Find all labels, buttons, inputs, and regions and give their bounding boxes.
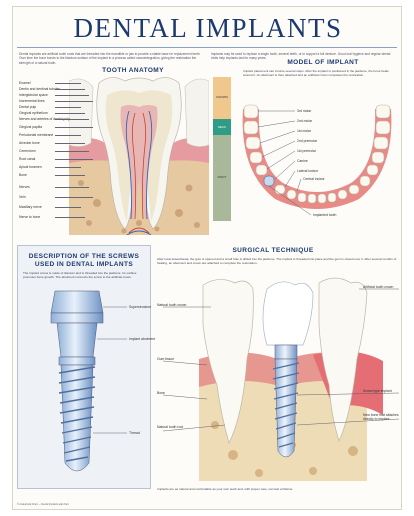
- intro-text-right: Implants may be used to replace a single…: [211, 52, 391, 61]
- surgical-label-bone: Bone: [157, 391, 165, 395]
- jaw-label-tooth: Lateral incisor: [297, 169, 319, 173]
- intro-text-left: Dental implants are artificial tooth roo…: [19, 52, 201, 65]
- surgical-bottom-text: Implants are as natural and comfortable …: [157, 487, 294, 491]
- tooth-anatomy-leader: [55, 159, 93, 160]
- root-band: [213, 135, 231, 221]
- tooth-anatomy-leader: [55, 187, 89, 188]
- jaw-label-tooth: 2nd premolar: [297, 139, 317, 143]
- tooth-anatomy-leader: [55, 101, 93, 102]
- screws-heading-line2: USED IN DENTAL IMPLANTS: [34, 261, 134, 268]
- screw-label-abutment: Implant abutment: [129, 337, 156, 341]
- tooth-anatomy-label: Interglobular space: [19, 93, 48, 97]
- surgical-label-artificial-crown: Artificial tooth crown: [363, 285, 394, 289]
- tooth-anatomy-heading: TOOTH ANATOMY: [102, 67, 164, 74]
- jaw-label-tooth: Canine: [297, 159, 308, 163]
- tooth-anatomy-leader: [55, 175, 85, 176]
- tooth-anatomy-leader: [55, 143, 85, 144]
- jaw-label-tooth: 3rd molar: [297, 109, 312, 113]
- tooth-anatomy-label: Cementum: [19, 149, 36, 153]
- surgical-technique-illustration: [163, 277, 399, 481]
- tooth-anatomy-label: Enamel: [19, 81, 31, 85]
- tooth-anatomy-leader: [55, 95, 89, 96]
- surgical-label-natural-root: Natural tooth root: [157, 425, 184, 429]
- surgical-label-screw-implant: Screw type implant: [363, 389, 392, 393]
- tooth-anatomy-label: Incremental lines: [19, 99, 45, 103]
- tooth-anatomy-leader: [55, 119, 89, 120]
- tooth-anatomy-label: Dentin and dentinal tubules: [19, 87, 61, 91]
- jaw-label-tooth: Central incisor: [303, 177, 325, 181]
- band-label-neck: NECK: [217, 125, 227, 129]
- tooth-anatomy-label: Gingival epithelium: [19, 111, 48, 115]
- tooth-anatomy-label: Nerves and arteries of dental pulp: [19, 117, 70, 121]
- screws-text: The implant screw is made of titanium an…: [23, 271, 137, 280]
- tooth-anatomy-leader: [55, 135, 81, 136]
- surgical-text: After local anaesthesia, the gum is open…: [157, 257, 397, 266]
- model-of-implant-text: Implant placement can involve several st…: [243, 69, 389, 78]
- tooth-anatomy-label: Gingival papilla: [19, 125, 42, 129]
- screw-label-thread: Thread: [129, 431, 140, 435]
- jaw-label-tooth: 2nd molar: [297, 119, 313, 123]
- jaw-label-tooth: 1st premolar: [297, 149, 316, 153]
- tooth-anatomy-leader: [55, 207, 81, 208]
- tooth-anatomy-leader: [55, 197, 93, 198]
- screws-heading-line1: DESCRIPTION OF THE SCREWS: [28, 253, 140, 260]
- tooth-anatomy-label: Maxillary nerve: [19, 205, 42, 209]
- tooth-anatomy-label: Root canal: [19, 157, 36, 161]
- screw-label-superstructure: Superstructure: [129, 305, 152, 309]
- title-divider: [17, 47, 397, 48]
- surgical-label-new-bone: New bone that attaches directly to impla…: [363, 413, 399, 421]
- poster: DENTAL IMPLANTS Dental implants are arti…: [12, 6, 402, 510]
- jaw-label-implanted-tooth: Implanted tooth: [313, 213, 337, 217]
- tooth-anatomy-leader: [55, 217, 85, 218]
- neck-band: [213, 119, 231, 135]
- band-label-crown: CROWN: [216, 95, 228, 99]
- screw-illustration: [50, 290, 127, 472]
- tooth-anatomy-leader: [55, 89, 85, 90]
- tooth-anatomy-leader: [55, 83, 81, 84]
- crown-band: [213, 77, 231, 119]
- tooth-anatomy-leader: [55, 127, 93, 128]
- band-label-root: ROOT: [217, 175, 227, 179]
- surgical-label-gum: Gum tissue: [157, 357, 175, 361]
- tooth-anatomy-label: Periodontal membrane: [19, 133, 54, 137]
- tooth-anatomy-label: Bone: [19, 173, 27, 177]
- tooth-anatomy-label: Vein: [19, 195, 26, 199]
- lower-jaw-illustration: [242, 104, 392, 216]
- page-title: DENTAL IMPLANTS: [73, 13, 343, 43]
- tooth-anatomy-label: Nerve to bone: [19, 215, 41, 219]
- tooth-anatomy-leader: [55, 151, 89, 152]
- tooth-anatomy-illustration: [69, 77, 209, 235]
- surgical-label-natural-crown: Natural tooth crown: [157, 303, 187, 307]
- tooth-anatomy-label: Dental pulp: [19, 105, 37, 109]
- tooth-anatomy-label: Alveolar bone: [19, 141, 40, 145]
- tooth-anatomy-label: Apical foramen: [19, 165, 42, 169]
- tooth-anatomy-label: Nerves: [19, 185, 30, 189]
- poster-footer: © Anatomical Chart — Dental Implants wal…: [17, 503, 69, 506]
- tooth-anatomy-leader: [55, 167, 81, 168]
- jaw-label-tooth: 1st molar: [297, 129, 311, 133]
- tooth-anatomy-leader: [55, 107, 81, 108]
- tooth-anatomy-leader: [55, 113, 85, 114]
- surgical-technique-heading: SURGICAL TECHNIQUE: [232, 247, 314, 254]
- model-of-implant-heading: MODEL OF IMPLANT: [287, 59, 359, 66]
